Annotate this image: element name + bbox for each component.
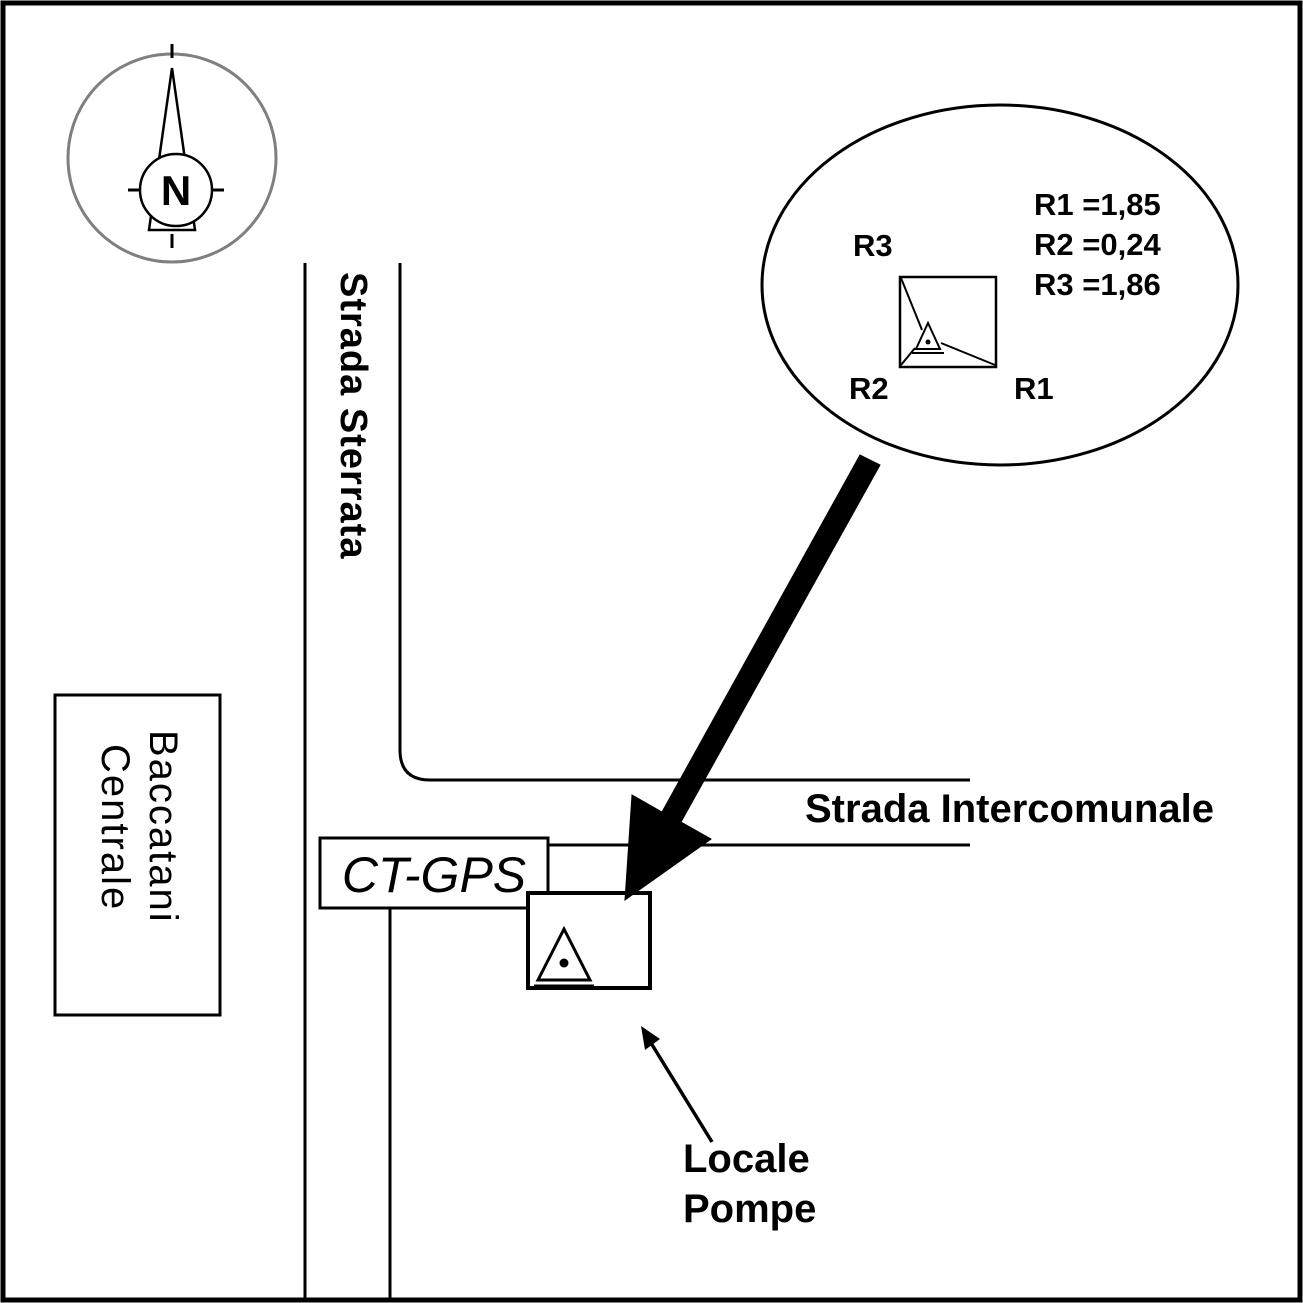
ct-gps-label: CT-GPS bbox=[342, 847, 526, 903]
callout-bubble bbox=[760, 103, 1240, 467]
callout-arrow-icon bbox=[624, 454, 881, 902]
callout-corner-label-r3: R3 bbox=[853, 228, 893, 263]
centrale-label-line1: Centrale bbox=[93, 744, 137, 911]
callout-survey-marker-icon bbox=[912, 320, 944, 354]
centrale-baccatani-building: Centrale Baccatani bbox=[53, 693, 222, 1017]
callout-corner-label-r1: R1 bbox=[1014, 371, 1054, 406]
pump-label-group: Locale Pompe bbox=[641, 1026, 816, 1231]
compass-north-label: N bbox=[161, 167, 191, 214]
centrale-box bbox=[53, 693, 222, 1017]
ct-gps-box bbox=[318, 836, 550, 910]
callout-value-r1: R1 =1,85 bbox=[1034, 187, 1161, 222]
callout-marker-triangle bbox=[914, 320, 942, 350]
callout-ray-r1 bbox=[940, 342, 996, 366]
road-label-sterrata: Strada Sterrata bbox=[332, 272, 374, 559]
compass-hub bbox=[138, 152, 214, 228]
ct-gps-station: CT-GPS bbox=[318, 836, 550, 910]
detail-callout: R3 R2 R1 R1 =1,85 R2 =0,24 R3 =1,86 bbox=[760, 103, 1240, 467]
roads bbox=[303, 263, 970, 1300]
pump-label-line1: Locale bbox=[683, 1137, 810, 1181]
pump-pointer-arrowhead-icon bbox=[641, 1026, 660, 1050]
road-label-intercomunale: Strada Intercomunale bbox=[805, 787, 1214, 831]
callout-value-r2: R2 =0,24 bbox=[1034, 227, 1161, 262]
pump-pointer-line bbox=[649, 1042, 714, 1143]
road-sterrata-right-edge bbox=[398, 263, 970, 782]
compass-rose: N bbox=[66, 44, 278, 264]
survey-marker-triangle bbox=[535, 925, 593, 982]
pump-house bbox=[526, 891, 652, 990]
callout-value-r3: R3 =1,86 bbox=[1034, 267, 1161, 302]
pump-label-line2: Pompe bbox=[683, 1187, 816, 1231]
callout-marker-dot bbox=[925, 339, 931, 345]
callout-corner-label-r2: R2 bbox=[849, 371, 889, 406]
survey-marker-dot bbox=[559, 958, 569, 968]
callout-ray-r2 bbox=[900, 347, 916, 366]
survey-marker-icon bbox=[534, 925, 594, 988]
centrale-label-line2: Baccatani bbox=[141, 730, 185, 924]
callout-ray-r3 bbox=[900, 277, 923, 331]
